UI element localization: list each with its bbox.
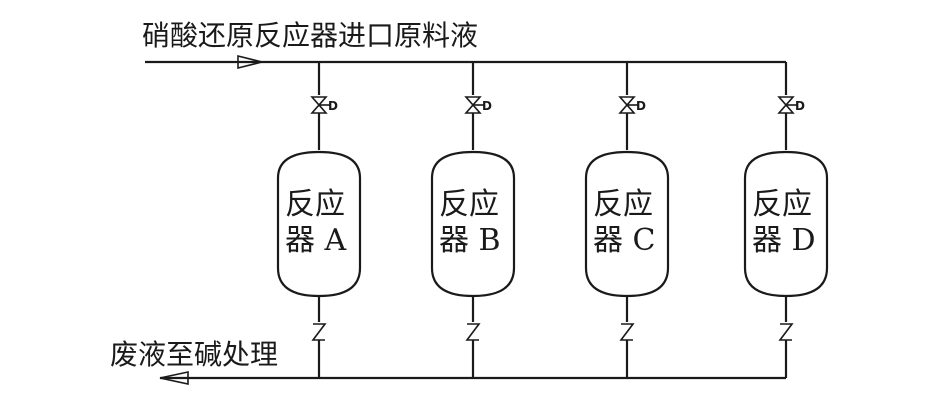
reactor-group: D 反应 器 A D 反应 器 B	[276, 62, 829, 378]
reactor-vessel	[430, 150, 516, 298]
inlet-valve: D	[310, 96, 338, 114]
check-valve-icon	[465, 323, 481, 341]
inlet-valve: D	[777, 96, 805, 114]
check-valve-icon	[778, 323, 794, 341]
inlet-valve: D	[464, 96, 492, 114]
reactor-name-line1: 反应	[752, 187, 812, 222]
reactor-name-line1: 反应	[285, 187, 345, 222]
valve-tag: D	[636, 99, 646, 113]
reactor-name-line2: 器 B	[439, 223, 501, 258]
check-valve-icon	[311, 323, 327, 341]
check-valve-icon	[619, 323, 635, 341]
inlet-valve: D	[618, 96, 646, 114]
valve-tag: D	[328, 99, 338, 113]
outlet-label: 废液至碱处理	[110, 338, 278, 371]
valve-tag: D	[482, 99, 492, 113]
reactor-name-line2: 器 A	[285, 223, 347, 258]
reactor-b: D 反应 器 B	[430, 62, 516, 378]
reactor-name-line2: 器 C	[593, 223, 656, 258]
reactor-name-line1: 反应	[439, 187, 499, 222]
outlet-flow-arrow	[159, 371, 189, 385]
inlet-label: 硝酸还原反应器进口原料液	[142, 19, 478, 52]
reactor-a: D 反应 器 A	[276, 62, 362, 378]
reactor-vessel	[584, 150, 670, 298]
valve-tag: D	[795, 99, 805, 113]
reactor-vessel	[276, 150, 362, 298]
reactor-vessel	[743, 150, 829, 298]
reactor-name-line2: 器 D	[752, 223, 816, 258]
reactor-name-line1: 反应	[593, 187, 653, 222]
reactor-d: D 反应 器 D	[743, 62, 829, 378]
reactor-c: D 反应 器 C	[584, 62, 670, 378]
inlet-flow-arrow	[237, 54, 263, 70]
